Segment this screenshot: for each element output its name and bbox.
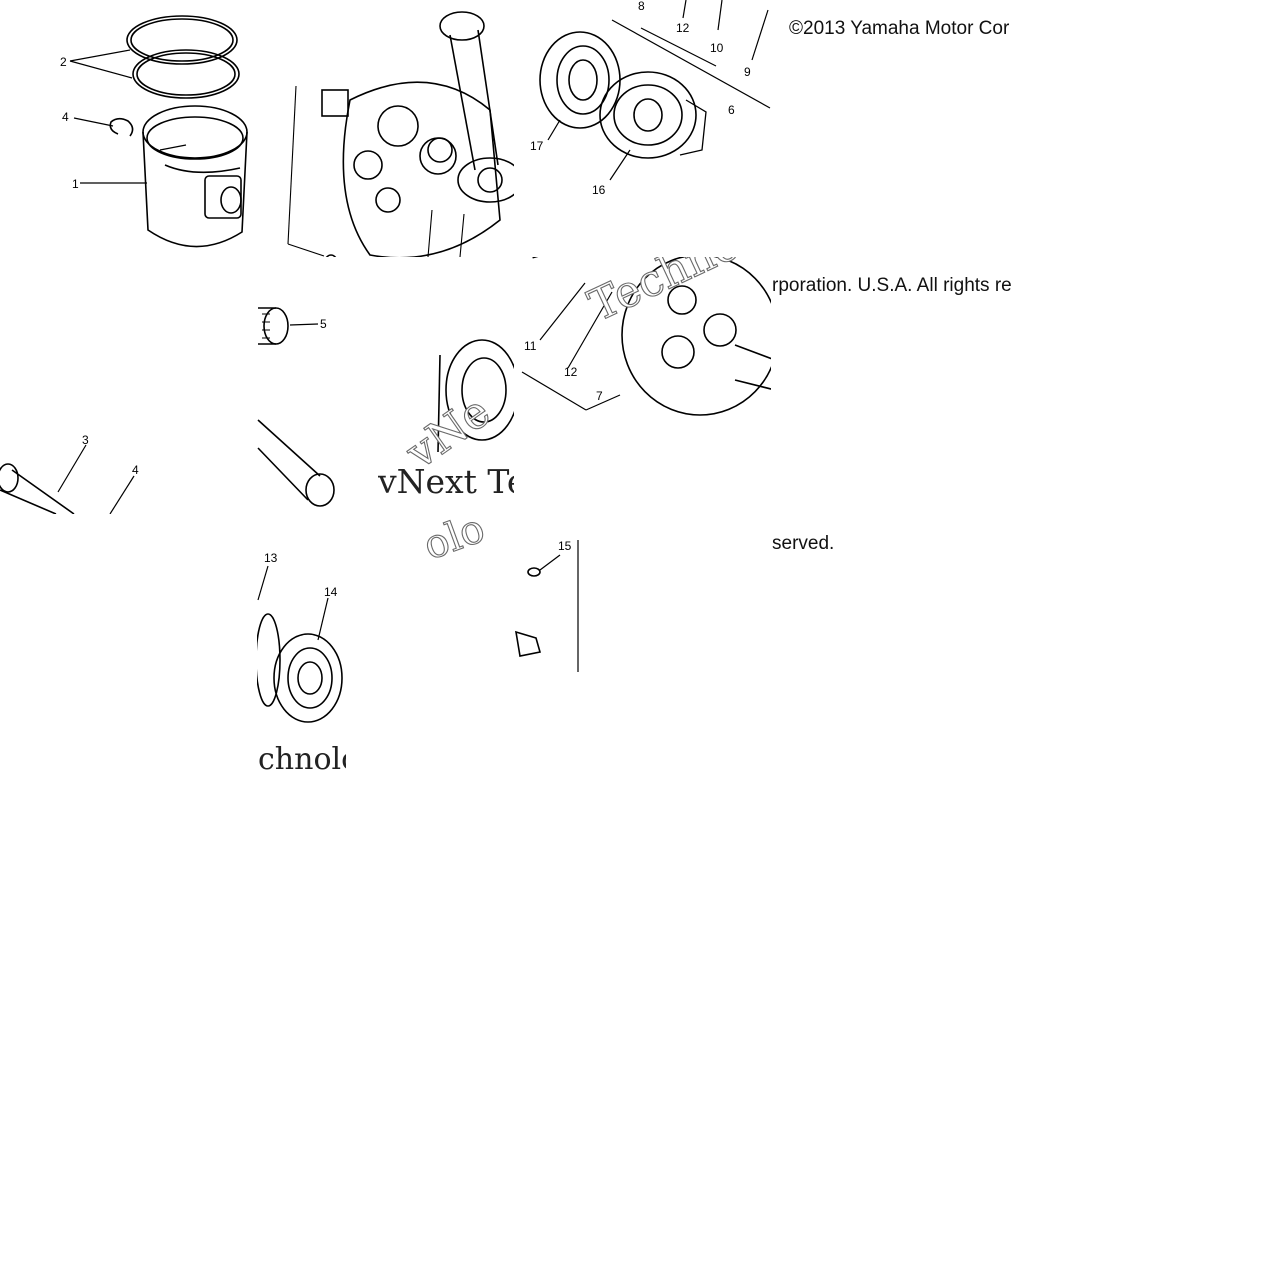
callout-16: 16	[592, 183, 606, 197]
callout-1: 1	[72, 177, 79, 191]
callout-3: 3	[82, 433, 89, 447]
callout-numbers: 2 4 1 8 12 10 9 6 17 16 5 11 12 7 3 4 13…	[60, 0, 751, 599]
oil-seal	[539, 31, 621, 129]
callout-12-mid: 12	[564, 365, 578, 379]
crank-pin	[257, 419, 335, 507]
watermark-text-vnext: vNext Te	[378, 462, 514, 501]
callout-leader	[109, 475, 135, 514]
main-bearing	[599, 71, 707, 159]
piston-pin-clip	[109, 117, 134, 137]
piston-ring-upper	[126, 15, 238, 65]
callout-leader	[57, 444, 87, 493]
piston-pin-end	[0, 463, 19, 493]
copyright-line-1: ©2013 Yamaha Motor Cor	[789, 18, 1010, 39]
nut	[514, 630, 542, 657]
watermark-outlines: Techno vNe olo	[396, 257, 748, 570]
callout-11: 11	[524, 339, 537, 353]
callout-5: 5	[320, 317, 327, 331]
piston-pin	[0, 469, 75, 514]
small-pin-tile	[0, 444, 135, 514]
callout-leader	[539, 554, 561, 571]
bearing-seal-tile	[539, 0, 771, 181]
callout-4: 4	[62, 110, 69, 124]
connecting-rod	[439, 11, 514, 203]
callout-15: 15	[558, 539, 572, 553]
callout-leaders	[547, 0, 771, 181]
callout-leaders	[69, 49, 147, 184]
callout-leader	[317, 597, 329, 641]
callout-2: 2	[60, 55, 67, 69]
piston-ring-lower	[132, 49, 240, 99]
callout-leader	[289, 323, 319, 326]
callout-14: 14	[324, 585, 338, 599]
piston-assembly-tile	[69, 15, 248, 248]
callout-leaders	[521, 282, 621, 411]
watermark-text-technolo: chnolo	[258, 742, 346, 774]
crank-conrod-tile	[287, 11, 514, 257]
copyright-line-3: served.	[772, 533, 835, 554]
crank-wheel-right-tile	[521, 257, 771, 416]
needle-bearing	[258, 307, 289, 345]
crank-wheel-left	[321, 81, 501, 257]
bearing-right	[437, 339, 514, 453]
callout-6: 6	[728, 103, 735, 117]
oil-seal-lower-tile	[257, 565, 343, 723]
snap-rings	[325, 254, 337, 257]
copyright-line-2: rporation. U.S.A. All rights re	[772, 275, 1012, 296]
callout-13: 13	[264, 551, 278, 565]
watermark-olo: olo	[418, 505, 491, 569]
bearing-edge	[257, 613, 281, 707]
callout-17: 17	[530, 139, 544, 153]
oil-seal-lower	[273, 633, 343, 723]
callout-12-top: 12	[676, 21, 690, 35]
woodruff-key	[526, 257, 564, 259]
callout-9: 9	[744, 65, 751, 79]
callout-8: 8	[638, 0, 645, 13]
pin-bearing-tile	[257, 307, 514, 507]
callout-10: 10	[710, 41, 724, 55]
callout-7: 7	[596, 389, 603, 403]
washer	[527, 567, 541, 577]
alignment-lines	[287, 85, 465, 257]
callout-4-lower: 4	[132, 463, 139, 477]
nut-washer-tile	[514, 540, 579, 672]
crank-wheel-right	[621, 257, 771, 416]
piston	[142, 105, 248, 248]
callout-leader	[257, 565, 269, 601]
